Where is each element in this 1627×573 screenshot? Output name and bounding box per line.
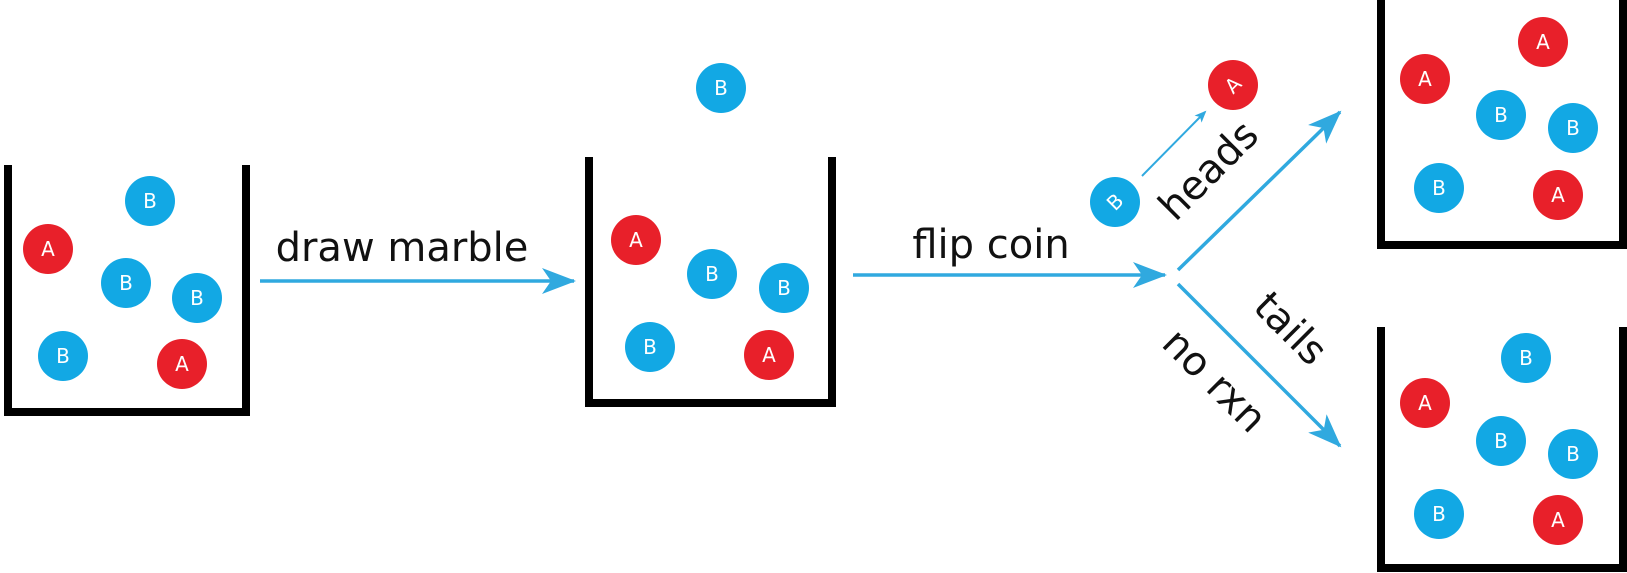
marble-disc: [696, 63, 746, 113]
beaker-2: [585, 157, 836, 407]
marble-b1-3: B: [101, 258, 151, 308]
marble-b4-3: B: [1476, 416, 1526, 466]
draw-marble-label: draw marble: [276, 225, 529, 271]
marble-b4-4: B: [1548, 429, 1598, 479]
marble-label: B: [705, 262, 719, 286]
marble-label: B: [714, 76, 728, 100]
conversion-arrow: [1141, 110, 1207, 177]
beaker-3: [1377, 0, 1627, 249]
marble-label: B: [1566, 442, 1580, 466]
marble-label: A: [762, 343, 776, 367]
marble-label: A: [1551, 183, 1565, 207]
marble-b3-5: B: [1414, 163, 1464, 213]
marble-label: B: [1432, 502, 1446, 526]
marble-disc: [1208, 60, 1258, 110]
marble-label: A: [41, 237, 55, 261]
marble-label: B: [119, 271, 133, 295]
marble-disc: [1533, 170, 1583, 220]
marble-disc: [38, 331, 88, 381]
marble-label: B: [1566, 116, 1580, 140]
marble-label: B: [143, 189, 157, 213]
marble-b1-6: A: [157, 339, 207, 389]
heads-label: heads: [1150, 112, 1268, 230]
marble-heads-before: B: [1090, 177, 1140, 227]
marble-b3-2: A: [1518, 17, 1568, 67]
marble-disc: [1400, 54, 1450, 104]
marble-label: B: [1519, 346, 1533, 370]
marble-label: A: [1536, 30, 1550, 54]
beaker-1: [4, 165, 250, 416]
marble-b1-5: B: [38, 331, 88, 381]
tails-arrow: [1176, 282, 1342, 448]
marble-b3-3: B: [1476, 90, 1526, 140]
marble-b1-4: B: [172, 273, 222, 323]
marble-disc: [172, 273, 222, 323]
marble-label: A: [175, 352, 189, 376]
tails-label: tails: [1244, 283, 1335, 374]
marble-disc: [1414, 163, 1464, 213]
marble-b4-2: A: [1400, 378, 1450, 428]
no-rxn-label: no rxn: [1153, 320, 1275, 442]
marble-label: B: [643, 335, 657, 359]
marble-b2-3: B: [759, 263, 809, 313]
marble-b2-2: B: [687, 249, 737, 299]
marble-b2-5: A: [744, 330, 794, 380]
marble-label: B: [777, 276, 791, 300]
marble-disc: [611, 215, 661, 265]
marble-disc: [1476, 416, 1526, 466]
marble-disc: [125, 176, 175, 226]
marble-label: B: [1432, 176, 1446, 200]
marble-disc: [1533, 495, 1583, 545]
marble-disc: [1518, 17, 1568, 67]
marble-label: B: [1494, 429, 1508, 453]
marble-b4-6: A: [1533, 495, 1583, 545]
marble-disc: [23, 224, 73, 274]
marble-b2-4: B: [625, 322, 675, 372]
marble-disc: [1476, 90, 1526, 140]
marble-disc: [625, 322, 675, 372]
marble-disc: [101, 258, 151, 308]
marble-b3-1: A: [1400, 54, 1450, 104]
marble-label: A: [1418, 67, 1432, 91]
marble-disc: [1400, 378, 1450, 428]
marble-b2-1: A: [611, 215, 661, 265]
marble-label: B: [190, 286, 204, 310]
flip-coin-label: flip coin: [912, 222, 1069, 268]
marble-disc: [1548, 103, 1598, 153]
marble-b3-6: A: [1533, 170, 1583, 220]
heads-arrow: [1176, 110, 1342, 272]
marble-label: B: [56, 344, 70, 368]
marble-b4-1: B: [1501, 333, 1551, 383]
marble-b1-1: A: [23, 224, 73, 274]
marble-disc: [157, 339, 207, 389]
marble-b1-2: B: [125, 176, 175, 226]
beaker-4: [1377, 327, 1627, 572]
marble-label: A: [629, 228, 643, 252]
marble-label: B: [1494, 103, 1508, 127]
marble-disc: [1548, 429, 1598, 479]
marble-disc: [759, 263, 809, 313]
marble-b3-4: B: [1548, 103, 1598, 153]
marble-disc: [687, 249, 737, 299]
marble-drawn: B: [696, 63, 746, 113]
marble-disc: [1414, 489, 1464, 539]
marble-disc: [744, 330, 794, 380]
marble-b4-5: B: [1414, 489, 1464, 539]
marble-label: A: [1418, 391, 1432, 415]
marble-label: A: [1551, 508, 1565, 532]
marble-disc: [1090, 177, 1140, 227]
marble-heads-after: A: [1208, 60, 1258, 110]
marble-disc: [1501, 333, 1551, 383]
